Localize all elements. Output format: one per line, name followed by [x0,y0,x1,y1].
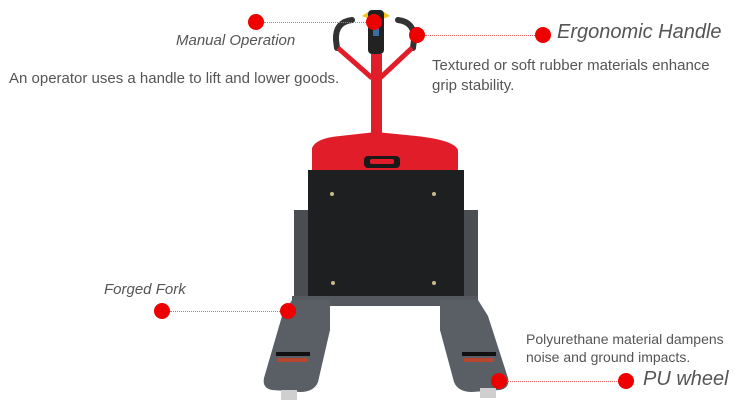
callout-title: Ergonomic Handle [557,21,722,43]
callout-marker-dot[interactable] [535,27,551,43]
leader-line [170,311,282,312]
callout-description-line-1: Textured or soft rubber materials enhanc… [432,57,710,74]
callout-marker-dot[interactable] [618,373,634,389]
callout-title: Manual Operation [176,32,296,49]
hotspot-dot[interactable] [280,303,296,319]
callout-description-line-2: grip stability. [432,77,515,94]
callout-description-line-2: noise and ground impacts. [526,349,691,365]
leader-line [507,381,619,382]
callout-title: PU wheel [643,368,729,390]
callout-title: Forged Fork [104,281,186,298]
leader-line [264,22,372,23]
callout-description: An operator uses a handle to lift and lo… [9,70,340,87]
callout-description-line-1: Polyurethane material dampens [526,331,724,347]
leader-line [425,35,535,36]
hotspot-dot[interactable] [491,373,507,389]
hotspot-dot[interactable] [409,27,425,43]
callout-marker-dot[interactable] [154,303,170,319]
callout-marker-dot[interactable] [248,14,264,30]
hotspot-dot[interactable] [366,14,382,30]
